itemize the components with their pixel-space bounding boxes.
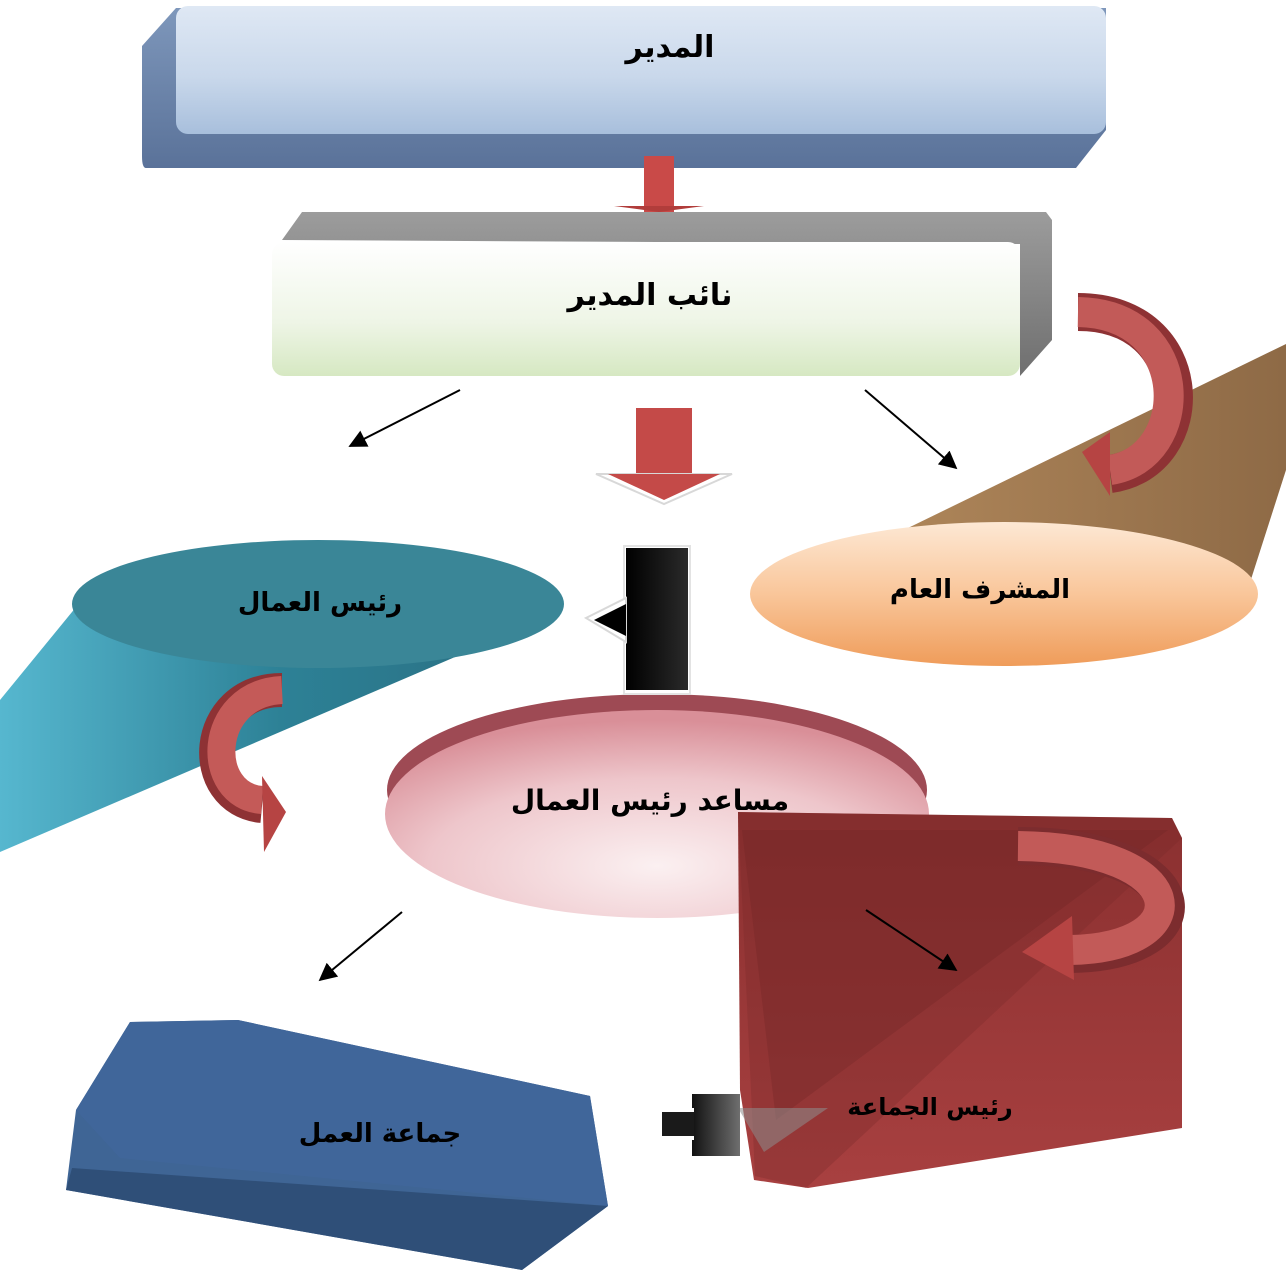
block-arrow-group-to-crew (656, 1094, 828, 1156)
work-crew-label: جماعة العمل (298, 1119, 462, 1149)
director-box (142, 6, 1106, 168)
arrow-down-deputy-to-assistant (595, 408, 733, 506)
work-crew-shape (66, 1020, 608, 1270)
connector-arrow-assistant-group (865, 909, 958, 971)
general-supervisor-label: المشرف العام (889, 575, 1071, 605)
group-leader-label: رئيس الجماعة (847, 1093, 1013, 1121)
block-arrow-supervisor-to-foreman (583, 545, 691, 695)
deputy-box (272, 212, 1052, 376)
group-leader-shape (738, 812, 1182, 1188)
curved-arrow-group-leader (1017, 827, 1185, 980)
connector-arrow-assistant-crew (318, 911, 403, 982)
connector-arrow-deputy-foreman (348, 389, 461, 447)
foreman-shape (0, 540, 564, 852)
curved-arrow-foreman (199, 673, 286, 852)
curved-arrow-supervisor (1077, 293, 1193, 496)
foreman-label: رئيس العمال (237, 588, 403, 618)
general-supervisor-shape (750, 344, 1286, 666)
deputy-director-label: نائب المدير (567, 278, 733, 313)
connector-arrow-deputy-supervisor (864, 389, 958, 470)
arrow-down-director-to-deputy (614, 156, 704, 212)
director-label: المدير (625, 30, 715, 65)
assistant-foreman-label: مساعد رئيس العمال (510, 784, 790, 817)
